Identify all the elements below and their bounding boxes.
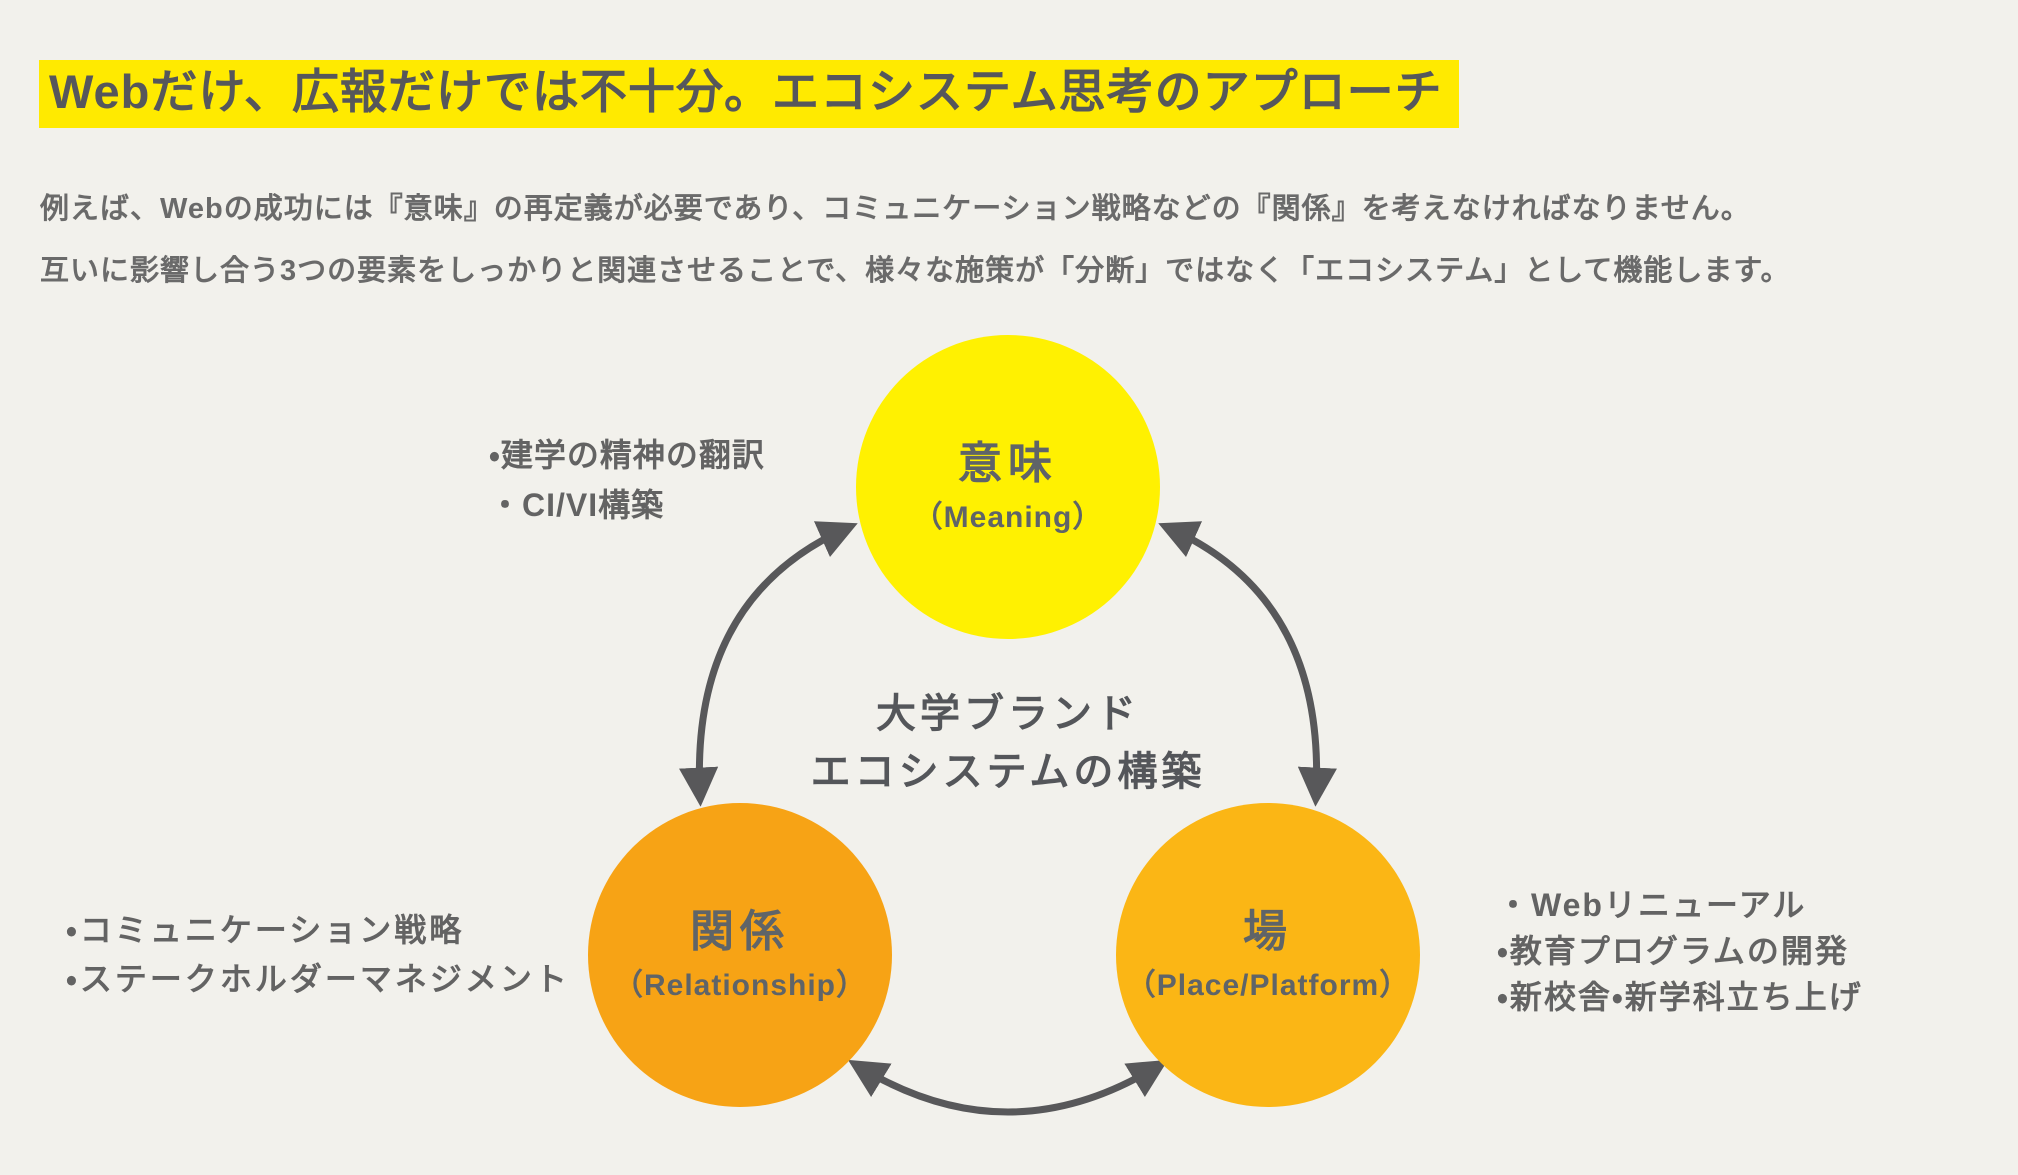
node-circle-relationship: 関係 （Relationship） xyxy=(588,803,892,1107)
page-title-highlight: Webだけ、広報だけでは不十分。エコシステム思考のアプローチ xyxy=(39,60,1459,128)
node-sublabel-meaning: （Meaning） xyxy=(912,501,1104,535)
bullet-list-place: ・Webリニューアル ・教育プログラムの開発 ・新校舎・新学科立ち上げ xyxy=(1497,882,1863,1020)
center-label-line-1: 大学ブランド xyxy=(876,692,1140,736)
bullet-item: ・新校舎・新学科立ち上げ xyxy=(1497,979,1863,1015)
intro-line-2: 互いに影響し合う3つの要素をしっかりと関連させることで、様々な施策が「分断」では… xyxy=(40,255,1791,287)
center-label-line-2: エコシステムの構築 xyxy=(810,750,1206,794)
bullet-item: ・コミュニケーション戦略 xyxy=(66,912,465,948)
bullet-item: ・教育プログラムの開発 xyxy=(1497,933,1849,969)
node-circle-place: 場 （Place/Platform） xyxy=(1116,803,1420,1107)
node-sublabel-relationship: （Relationship） xyxy=(612,969,867,1003)
bullet-item: ・Webリニューアル xyxy=(1497,887,1807,923)
bullet-item: ・ステークホルダーマネジメント xyxy=(66,961,570,997)
bullet-item: ・建学の精神の翻訳 xyxy=(489,437,765,473)
page-title: Webだけ、広報だけでは不十分。エコシステム思考のアプローチ xyxy=(39,60,1459,128)
node-circle-meaning: 意味 （Meaning） xyxy=(856,335,1160,639)
node-label-place: 場 xyxy=(1243,906,1293,956)
bullet-item: ・CI/VI構築 xyxy=(489,487,665,523)
bullet-list-meaning: ・建学の精神の翻訳 ・CI/VI構築 xyxy=(489,430,765,530)
node-sublabel-place: （Place/Platform） xyxy=(1125,969,1411,1003)
arrow-relationship-place xyxy=(847,1059,1169,1116)
bullet-list-relationship: ・コミュニケーション戦略 ・ステークホルダーマネジメント xyxy=(66,906,570,1004)
node-label-meaning: 意味 xyxy=(958,438,1058,488)
intro-line-1: 例えば、Webの成功には『意味』の再定義が必要であり、コミュニケーション戦略など… xyxy=(40,193,1751,225)
node-label-relationship: 関係 xyxy=(690,906,790,956)
diagram-center-label: 大学ブランド エコシステムの構築 xyxy=(758,685,1258,801)
intro-paragraph: 例えば、Webの成功には『意味』の再定義が必要であり、コミュニケーション戦略など… xyxy=(40,178,1790,302)
